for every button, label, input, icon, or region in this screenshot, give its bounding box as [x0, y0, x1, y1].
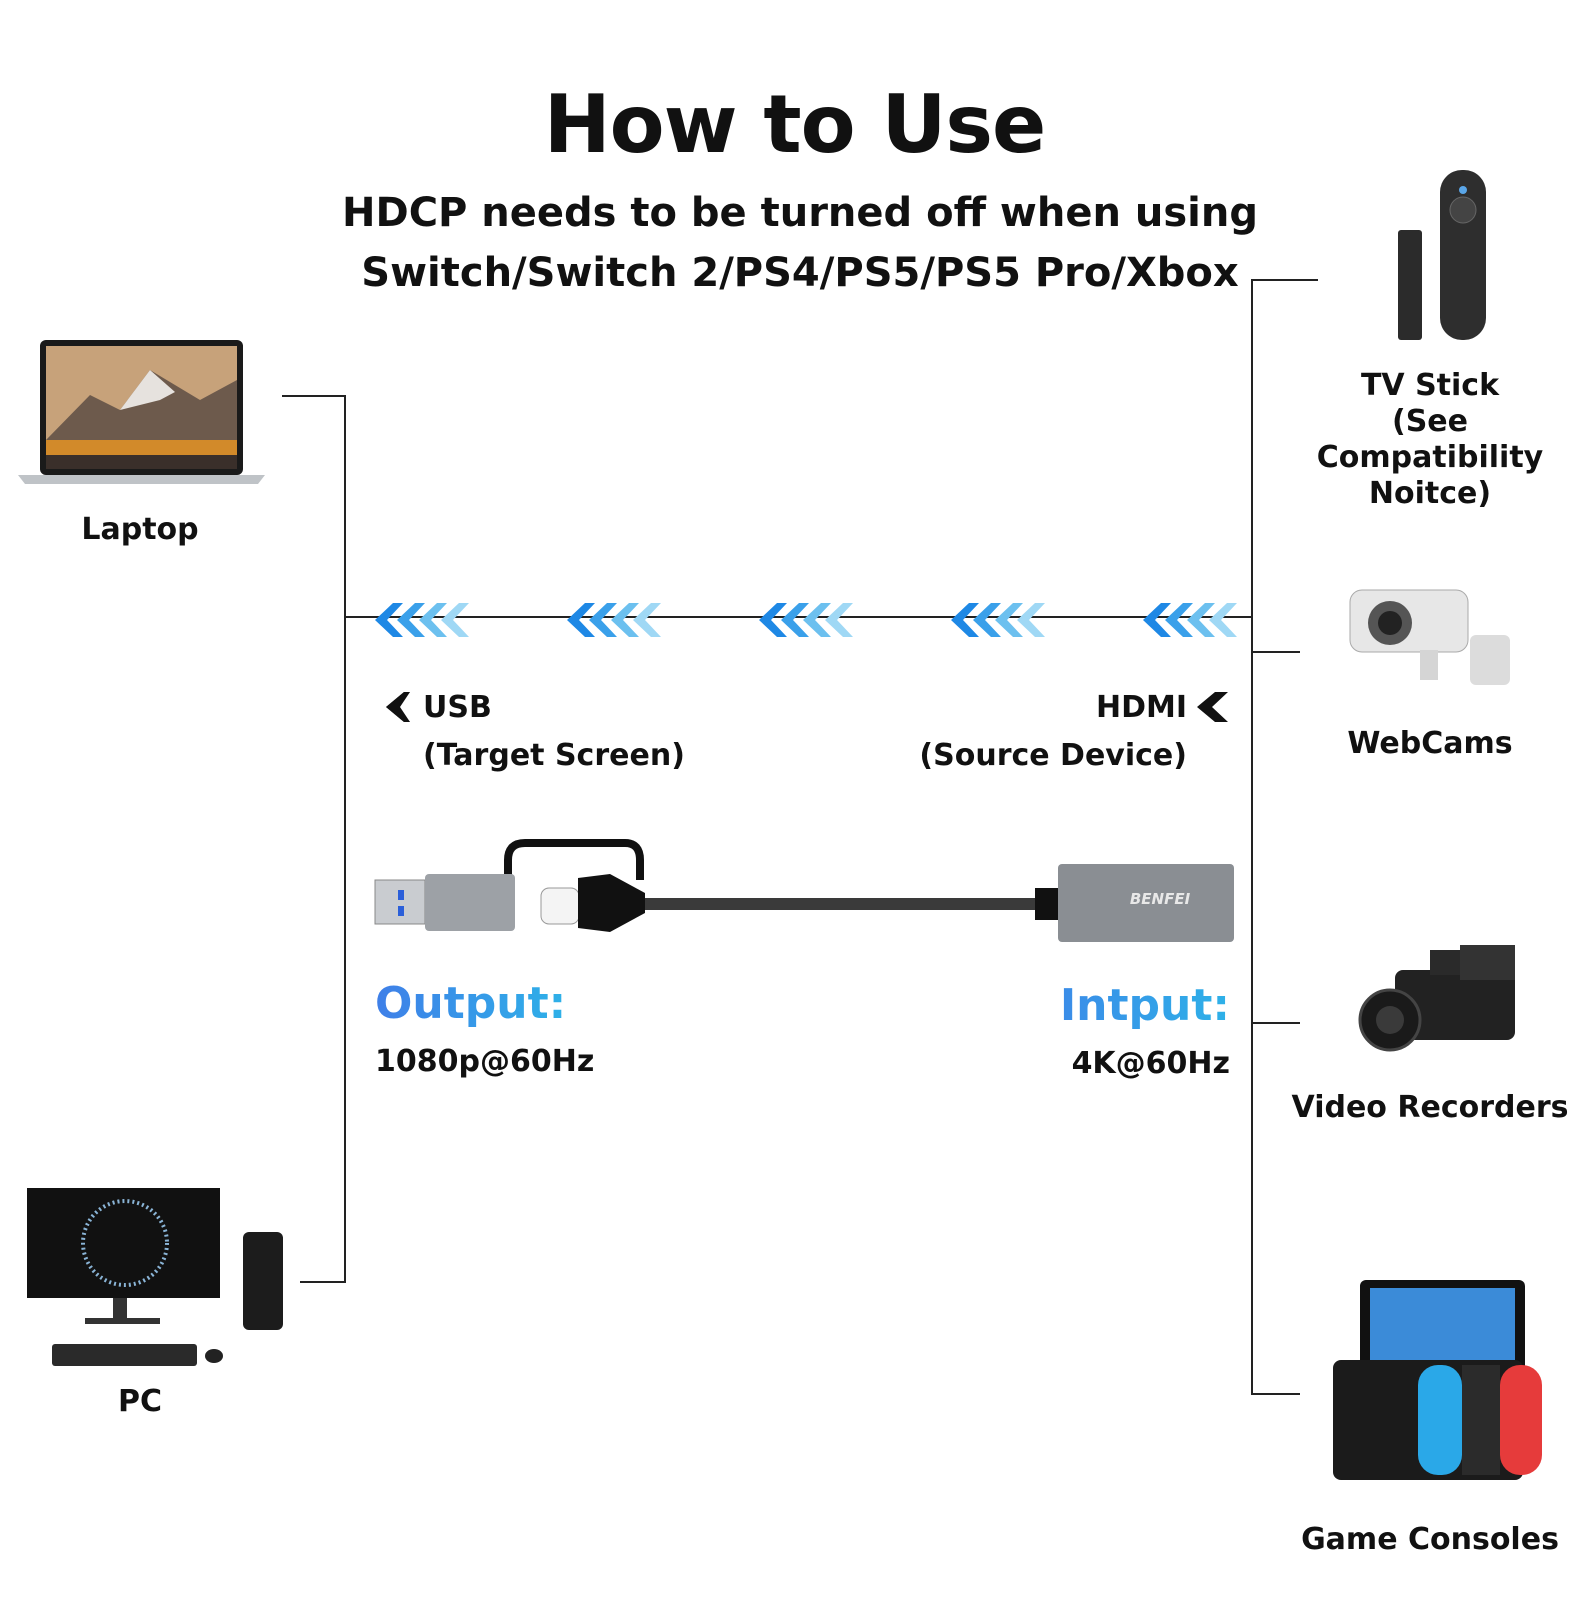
usb-label: USB — [423, 690, 492, 725]
output-title: Output: — [375, 978, 567, 1029]
pc-icon — [27, 1188, 283, 1366]
signal-arrow-chevron — [375, 603, 403, 637]
tv-stick-label-line-3: Noitce) — [1368, 476, 1492, 511]
hdmi-chevron-icon — [1197, 692, 1228, 722]
pc-label: PC — [117, 1384, 162, 1419]
webcam-icon — [1349, 589, 1510, 685]
tv-stick-label-line-1: TV Stick — [1360, 368, 1500, 403]
signal-arrow-chevron — [951, 603, 979, 637]
signal-arrow-chevron — [419, 603, 447, 637]
left-connector-line — [282, 395, 346, 1283]
tv-stick-label: TV Stick (See Compatibility Noitce) — [1290, 368, 1570, 512]
game-console-icon — [1333, 1280, 1542, 1480]
signal-arrow-chevron — [441, 603, 469, 637]
signal-arrow-chevron — [611, 603, 639, 637]
signal-arrow-chevron — [759, 603, 787, 637]
tv-stick-icon — [1398, 170, 1486, 340]
laptop-label: Laptop — [81, 512, 199, 547]
output-value: 1080p@60Hz — [375, 1044, 595, 1079]
signal-arrow-chevron — [1187, 603, 1215, 637]
right-connector-line — [1251, 279, 1318, 1395]
signal-arrow-chevron — [1209, 603, 1237, 637]
hdmi-sub-label: (Source Device) — [919, 738, 1187, 773]
signal-arrow-chevron — [803, 603, 831, 637]
video-recorders-label: Video Recorders — [1291, 1090, 1569, 1125]
laptop-icon — [18, 340, 265, 484]
hdmi-label: HDMI — [1095, 690, 1187, 725]
game-consoles-label: Game Consoles — [1301, 1522, 1559, 1557]
signal-arrow-chevron — [397, 603, 425, 637]
signal-arrow-chevron — [781, 603, 809, 637]
signal-arrow-chevron — [633, 603, 661, 637]
signal-arrow-chevron — [589, 603, 617, 637]
usb-chevron-icon-2 — [386, 692, 410, 722]
tv-stick-label-line-2: (See Compatibility — [1316, 404, 1544, 475]
hdcp-notice-line-2: Switch/Switch 2/PS4/PS5/PS5 Pro/Xbox — [361, 250, 1239, 296]
signal-arrow-chevron — [1143, 603, 1171, 637]
page-title: How to Use — [543, 78, 1047, 171]
adapter-cable-icon — [374, 839, 1234, 942]
signal-arrow-chevron — [973, 603, 1001, 637]
signal-arrow-chevron — [1017, 603, 1045, 637]
webcams-label: WebCams — [1347, 726, 1513, 761]
hdcp-notice-line-1: HDCP needs to be turned off when using — [342, 190, 1258, 236]
adapter-brand-logo: BENFEI — [1129, 890, 1191, 908]
signal-direction-arrows — [375, 603, 1237, 637]
signal-arrow-chevron — [1165, 603, 1193, 637]
input-value: 4K@60Hz — [1071, 1046, 1230, 1081]
signal-arrow-chevron — [995, 603, 1023, 637]
signal-arrow-chevron — [825, 603, 853, 637]
signal-arrow-chevron — [567, 603, 595, 637]
usb-chevron-icon — [386, 692, 410, 722]
usb-sub-label: (Target Screen) — [423, 738, 685, 773]
input-title: Intput: — [1000, 980, 1230, 1031]
video-recorder-icon — [1358, 945, 1515, 1052]
